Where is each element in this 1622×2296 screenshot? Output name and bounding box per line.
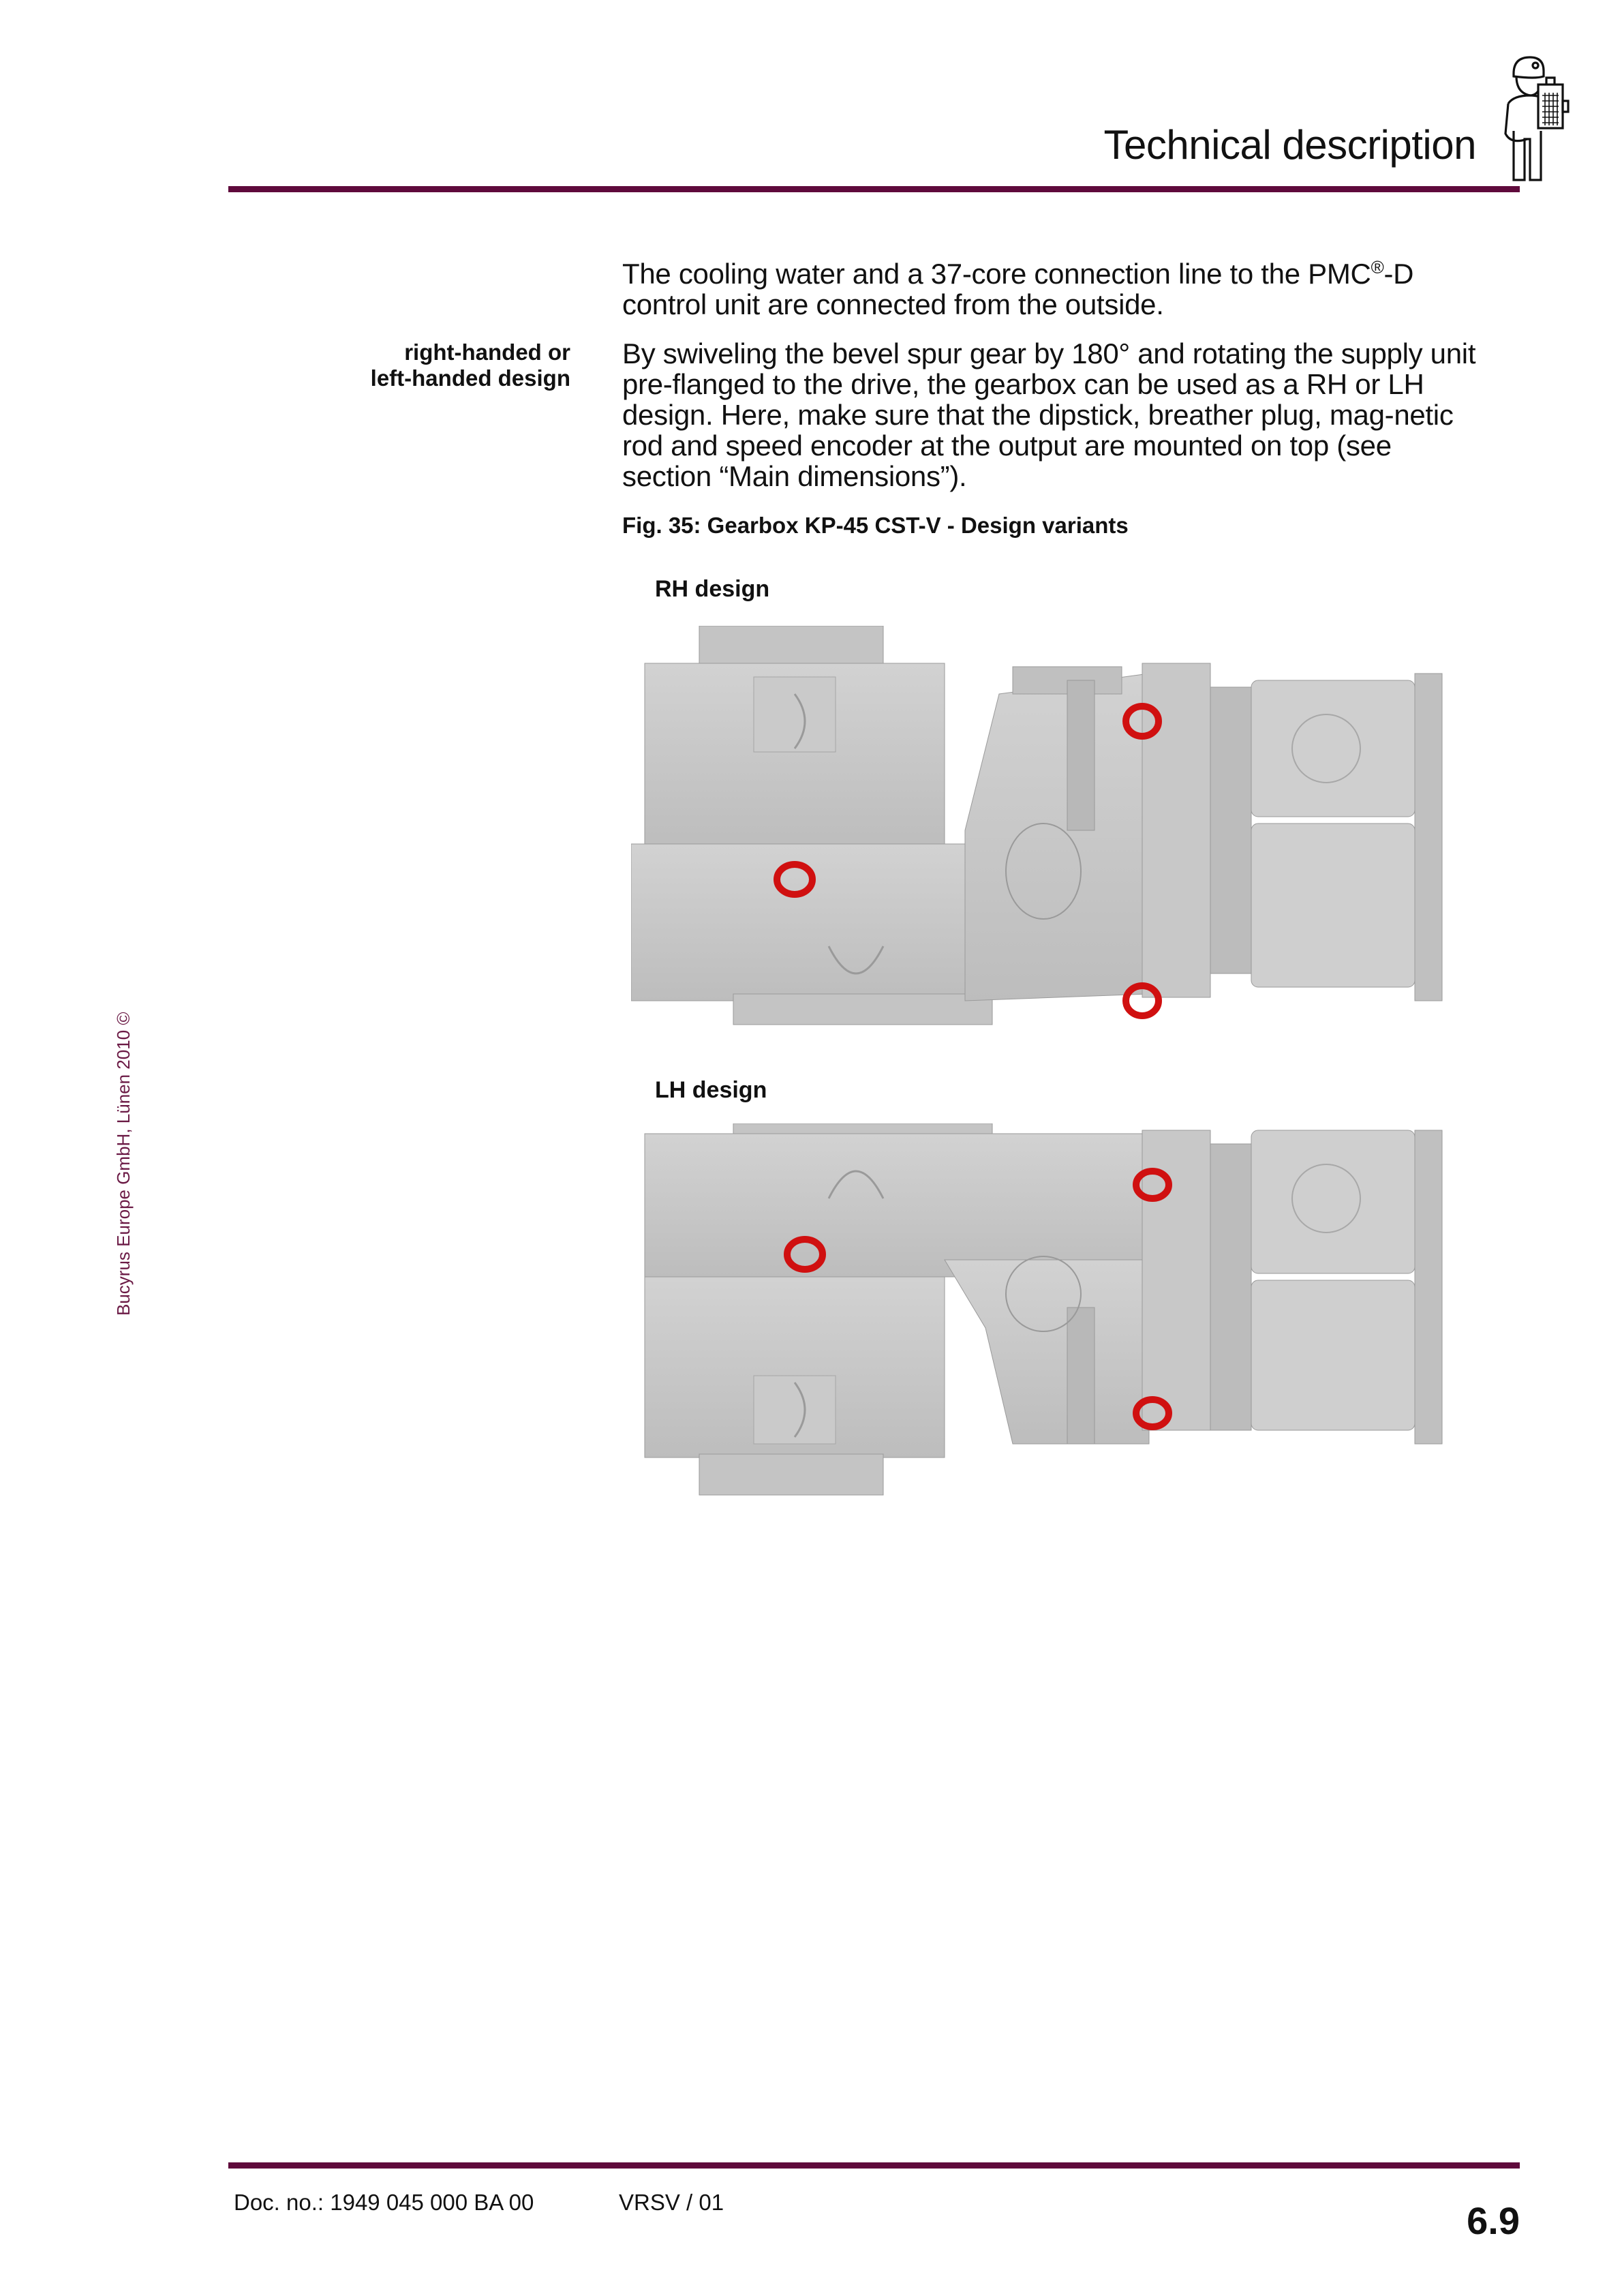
lifting-eye-icon xyxy=(784,1168,1172,1430)
footer-version: VRSV / 01 xyxy=(619,2190,724,2215)
rh-design-label: RH design xyxy=(655,576,770,602)
margin-note: right-handed or left-handed design xyxy=(325,339,570,391)
gearbox-rh-design-image xyxy=(631,626,1443,1025)
gearbox-lh-design-image xyxy=(644,1123,1443,1496)
intro-paragraph: The cooling water and a 37-core connecti… xyxy=(622,257,1414,320)
margin-note-line2: left-handed design xyxy=(370,365,570,391)
margin-note-line1: right-handed or xyxy=(404,339,570,365)
lh-design-label: LH design xyxy=(655,1077,767,1103)
page-number: 6.9 xyxy=(1467,2199,1520,2242)
page-header-title: Technical description xyxy=(1103,122,1477,168)
technician-with-clipboard-icon xyxy=(1504,56,1570,181)
header-rule xyxy=(228,186,1520,192)
footer-rule xyxy=(228,2162,1520,2169)
footer-doc-number: Doc. no.: 1949 045 000 BA 00 xyxy=(234,2190,534,2215)
lifting-eye-icon xyxy=(774,703,1162,1019)
design-paragraph: By swiveling the bevel spur gear by 180°… xyxy=(622,337,1476,492)
figure-caption: Fig. 35: Gearbox KP-45 CST-V - Design va… xyxy=(622,513,1129,538)
copyright-notice: Bucyrus Europe GmbH, Lünen 2010 © xyxy=(113,1012,134,1316)
